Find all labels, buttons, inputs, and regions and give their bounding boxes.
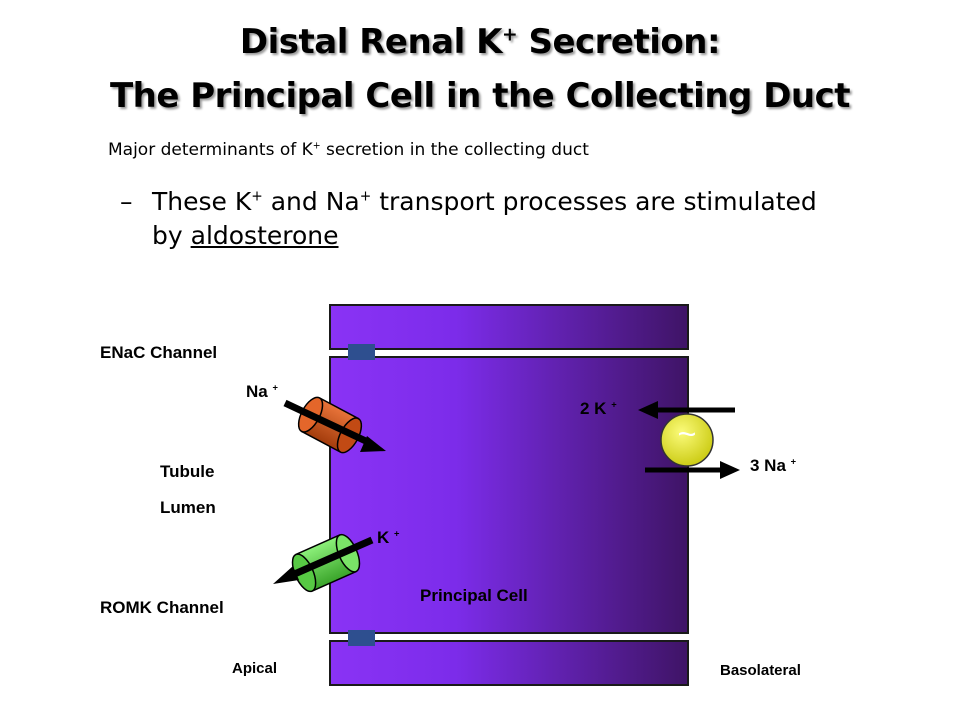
bullet-point: – These K+ and Na+ transport processes a…: [120, 185, 820, 253]
neighbor-cell-top: [329, 304, 689, 350]
bullet-dash: –: [120, 187, 133, 216]
neighbor-cell-bottom: [329, 640, 689, 686]
title-line-1: Distal Renal K+ Secretion:: [239, 22, 721, 62]
title-line-2: The Principal Cell in the Collecting Duc…: [109, 76, 851, 116]
tight-junction-top: [348, 344, 375, 360]
apical-label: Apical: [232, 660, 278, 677]
pump-na-arrow: [645, 461, 740, 479]
na-ion-label: Na +: [246, 382, 278, 401]
k-ion-label: K +: [377, 528, 400, 547]
pump-na-label: 3 Na +: [750, 456, 797, 475]
pump-symbol: ~: [677, 416, 697, 452]
principal-cell: [329, 356, 689, 634]
enac-channel-label: ENaC Channel: [100, 343, 218, 362]
na-k-pump: [660, 413, 714, 467]
bullet-text: These K+ and Na+ transport processes are…: [152, 187, 817, 250]
romk-channel-label: ROMK Channel: [100, 598, 224, 617]
tight-junction-bottom: [348, 630, 375, 646]
k-efflux-arrow: [273, 536, 374, 584]
principal-cell-label: Principal Cell: [420, 586, 528, 605]
basolateral-label: Basolateral: [720, 662, 801, 679]
title-superscript: +: [501, 24, 518, 46]
na-influx-arrow: [283, 399, 386, 452]
pump-k-label: 2 K +: [580, 399, 617, 418]
aldosterone-term: aldosterone: [190, 221, 339, 250]
pump-k-arrow: [638, 401, 735, 419]
lumen-label: Lumen: [160, 498, 216, 517]
subtitle: Major determinants of K+ secretion in th…: [108, 140, 589, 160]
tubule-label: Tubule: [160, 462, 215, 481]
